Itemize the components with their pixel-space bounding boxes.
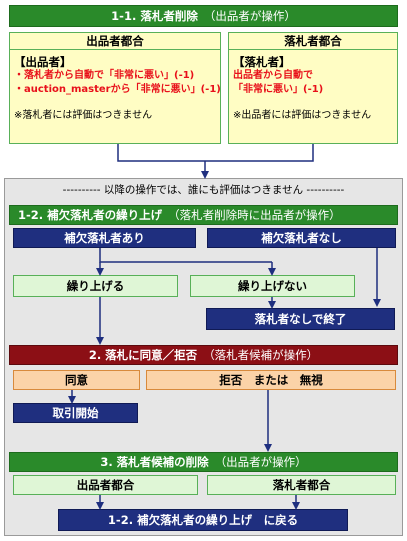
seller-reason-box: 出品者都合 <box>13 475 198 495</box>
section1-subtitle: （出品者が操作） <box>203 9 296 23</box>
has-backup-box: 補欠落札者あり <box>13 228 196 248</box>
section1-header: 1-1. 落札者削除 （出品者が操作） <box>9 5 398 27</box>
winner-reason-header: 落札者都合 <box>229 33 397 50</box>
section3-title: 2. 落札に同意／拒否 <box>88 348 198 362</box>
no-backup-box: 補欠落札者なし <box>207 228 396 248</box>
seller-reason-panel: 出品者都合 【出品者】 ・落札者から自動で「非常に悪い」(-1) ・auctio… <box>9 32 221 144</box>
section3-subtitle: （落札者候補が操作） <box>203 348 319 362</box>
no-promote-box: 繰り上げない <box>190 275 355 297</box>
return-to-step-box: 1-2. 補欠落札者の繰り上げ に戻る <box>58 509 348 531</box>
section4-header: 3. 落札者候補の削除 （出品者が操作） <box>9 452 398 472</box>
refuse-box: 拒否 または 無視 <box>146 370 396 390</box>
agree-box: 同意 <box>13 370 140 390</box>
seller-label: 【出品者】 <box>14 55 72 69</box>
seller-penalty-line2: ・auction_masterから「非常に悪い」(-1) <box>14 84 221 95</box>
section4-subtitle: （出品者が操作） <box>214 455 307 469</box>
seller-reason-header: 出品者都合 <box>10 33 220 50</box>
section2-subtitle: （落札者削除時に出品者が操作） <box>168 208 341 222</box>
section2-header: 1-2. 補欠落札者の繰り上げ （落札者削除時に出品者が操作） <box>9 205 398 225</box>
promote-box: 繰り上げる <box>13 275 178 297</box>
seller-penalty-line1: ・落札者から自動で「非常に悪い」(-1) <box>14 70 195 81</box>
section2-title: 1-2. 補欠落札者の繰り上げ <box>18 208 163 222</box>
no-rating-notice: ---------- 以降の操作では、誰にも評価はつきません ---------… <box>62 184 345 196</box>
winner-label: 【落札者】 <box>233 55 291 69</box>
connector-has-backup-split <box>99 248 272 263</box>
end-no-winner-box: 落札者なしで終了 <box>206 308 395 330</box>
section4-title: 3. 落札者候補の削除 <box>100 455 209 469</box>
winner-penalty-line2: 「非常に悪い」(-1) <box>233 84 324 95</box>
start-trade-box: 取引開始 <box>13 403 138 423</box>
winner-reason-panel: 落札者都合 【落札者】 出品者から自動で 「非常に悪い」(-1) ※出品者には評… <box>228 32 398 144</box>
section3-header: 2. 落札に同意／拒否 （落札者候補が操作） <box>9 345 398 365</box>
winner-reason-box: 落札者都合 <box>207 475 396 495</box>
connector-panels-merge <box>117 144 314 162</box>
winner-note: ※出品者には評価はつきません <box>233 110 372 121</box>
section1-title: 1-1. 落札者削除 <box>111 9 198 23</box>
seller-note: ※落札者には評価はつきません <box>14 110 153 121</box>
winner-penalty-line1: 出品者から自動で <box>233 70 313 81</box>
